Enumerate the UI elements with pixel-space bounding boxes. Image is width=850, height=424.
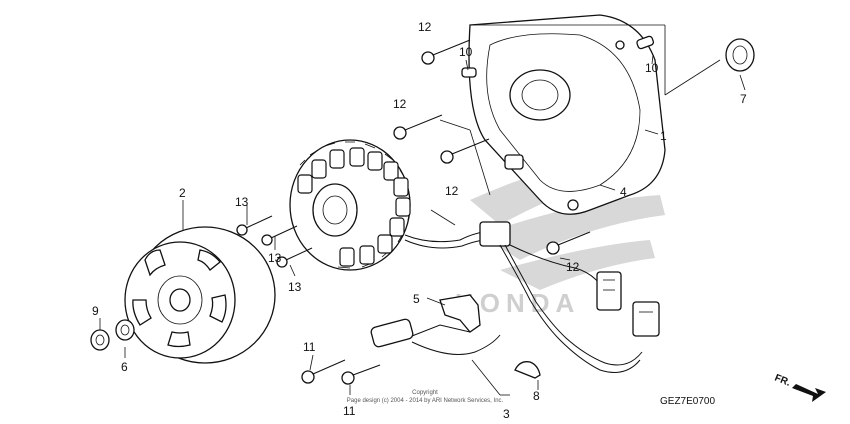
- bolt-11-b: [341, 364, 381, 385]
- callout-13-bottom: 13: [288, 280, 302, 294]
- dowel-pin-left: [461, 67, 477, 78]
- callout-12-lower: 12: [445, 184, 459, 198]
- connector-upper: [596, 271, 622, 311]
- front-direction-arrow: FR.: [773, 373, 826, 402]
- callout-5: 5: [413, 292, 420, 306]
- callout-12-right: 12: [566, 260, 580, 274]
- bolt-13-b: [261, 225, 298, 246]
- wire-clamp: [514, 361, 541, 379]
- flange-nut: [90, 329, 110, 351]
- pulse-generator: [370, 294, 501, 355]
- bolt-13-a: [236, 215, 273, 236]
- bolt-11-a: [301, 359, 346, 384]
- stator-coil: [289, 139, 411, 271]
- callout-7: 7: [740, 92, 747, 106]
- bolt-12-lower: [440, 138, 490, 164]
- bolt-12-mid: [393, 114, 443, 140]
- callout-3: 3: [503, 407, 510, 421]
- callout-8: 8: [533, 389, 540, 403]
- callout-13-top: 13: [235, 195, 249, 209]
- callout-1: 1: [660, 129, 667, 143]
- bolt-12-right: [546, 231, 591, 255]
- copyright-title: Copyright: [412, 390, 438, 396]
- alternator-cover: [468, 14, 666, 215]
- diagram-code: GEZ7E0700: [660, 396, 715, 407]
- callout-13-mid: 13: [268, 251, 282, 265]
- oil-seal: [725, 38, 755, 72]
- callout-9: 9: [92, 304, 99, 318]
- stator-wiring: [404, 221, 643, 373]
- bolt-12-top: [421, 39, 471, 65]
- callout-4: 4: [620, 185, 627, 199]
- callout-11-top: 11: [303, 340, 316, 354]
- copyright-notice: Page design (c) 2004 - 2014 by ARI Netwo…: [347, 398, 504, 404]
- callout-12-mid: 12: [393, 97, 407, 111]
- bolt-13-c: [276, 247, 313, 268]
- callout-11-bottom: 11: [343, 404, 356, 418]
- flywheel: [124, 226, 276, 364]
- callout-12-top: 12: [418, 20, 432, 34]
- washer: [115, 319, 135, 341]
- leader-lines: [99, 24, 746, 396]
- dowel-pin-right: [636, 35, 655, 50]
- callout-10-right: 10: [645, 61, 659, 75]
- callout-2: 2: [179, 186, 186, 200]
- callout-6: 6: [121, 360, 128, 374]
- callout-10-left: 10: [459, 45, 473, 59]
- connector-lower: [632, 301, 660, 337]
- front-label: FR.: [773, 373, 792, 389]
